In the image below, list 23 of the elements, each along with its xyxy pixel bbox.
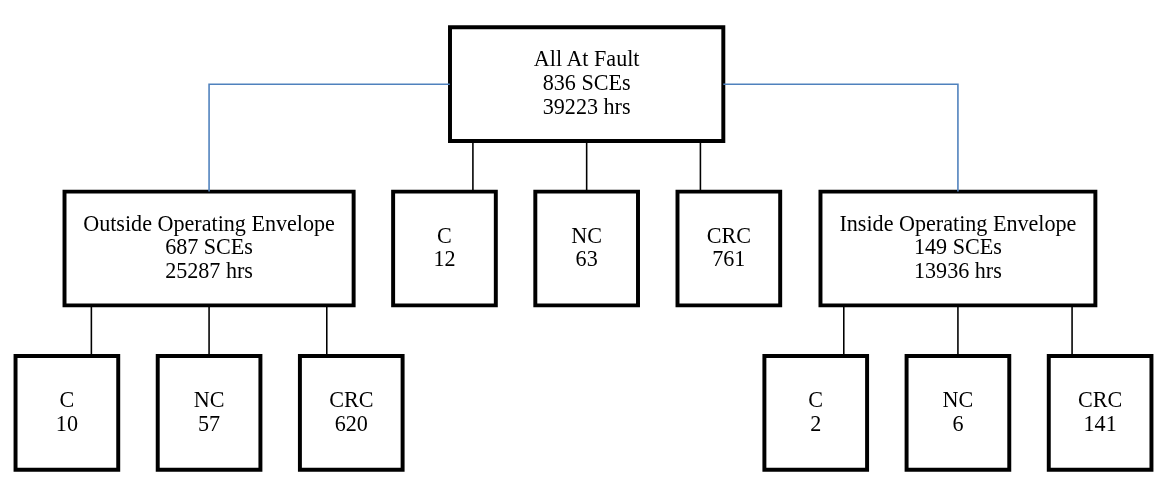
connector bbox=[699, 140, 702, 193]
connector bbox=[325, 304, 328, 357]
connector bbox=[957, 304, 959, 357]
connector bbox=[1071, 304, 1073, 357]
connector bbox=[843, 304, 845, 357]
connector bbox=[90, 304, 93, 357]
connector bbox=[208, 304, 210, 357]
node-box: CRC 141 bbox=[1046, 353, 1154, 472]
connector bbox=[585, 140, 588, 193]
node-box: C 10 bbox=[13, 353, 121, 472]
node-box: CRC 620 bbox=[297, 353, 405, 472]
node-box: NC 63 bbox=[533, 189, 640, 308]
connector bbox=[722, 83, 959, 193]
connector bbox=[208, 83, 451, 193]
node-box: NC 6 bbox=[904, 353, 1012, 472]
node-box: C 2 bbox=[762, 353, 870, 472]
node-box: NC 57 bbox=[155, 353, 263, 472]
node-box: Outside Operating Envelope 687 SCEs 25287 hrs bbox=[62, 189, 356, 308]
node-box: CRC 761 bbox=[675, 189, 783, 308]
connector bbox=[472, 140, 474, 193]
node-box: Inside Operating Envelope 149 SCEs 13936 hrs bbox=[818, 189, 1098, 308]
node-box: All At Fault 836 SCEs 39223 hrs bbox=[448, 25, 726, 144]
node-box: C 12 bbox=[391, 189, 498, 308]
